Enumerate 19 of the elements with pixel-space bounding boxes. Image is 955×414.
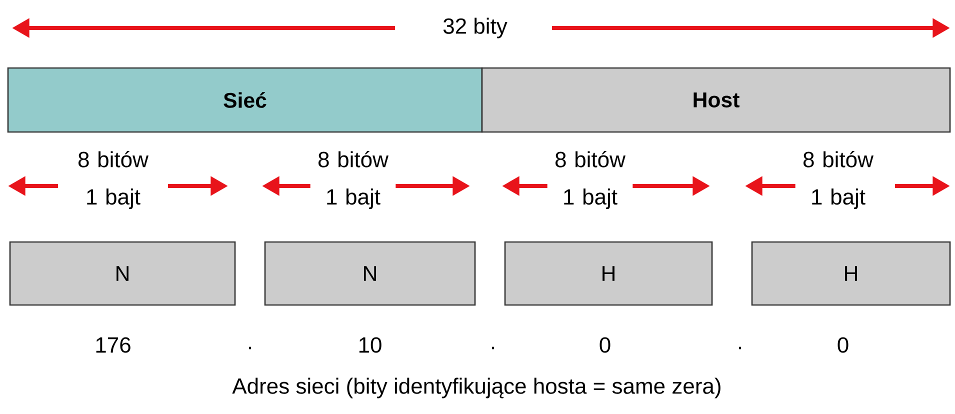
byte-size-label: 8 bitów 1 bajt — [70, 150, 156, 210]
section-bar: Host — [481, 67, 951, 133]
octet-value: 176 — [96, 337, 130, 353]
byte-box: N — [9, 241, 236, 306]
section-bar: Sieć — [7, 67, 483, 133]
octet-value: 0 — [838, 337, 848, 353]
octet-value: 0 — [600, 337, 610, 353]
byte-size-label: 8 bitów 1 bajt — [547, 150, 633, 210]
byte-box: H — [504, 241, 713, 306]
byte-size-label: 8 bitów 1 bajt — [310, 150, 396, 210]
octet-value: 10 — [359, 337, 382, 353]
dimension-label: 32 bity — [443, 18, 508, 38]
dot-separator: . — [492, 346, 494, 350]
dot-separator: . — [248, 346, 252, 350]
byte-box: N — [264, 241, 476, 306]
dot-separator: . — [738, 346, 742, 350]
caption: Adres sieci (bity identyfikujące hosta = same zera) — [232, 378, 720, 398]
byte-box: H — [751, 241, 951, 306]
byte-size-label: 8 bitów 1 bajt — [795, 150, 881, 210]
